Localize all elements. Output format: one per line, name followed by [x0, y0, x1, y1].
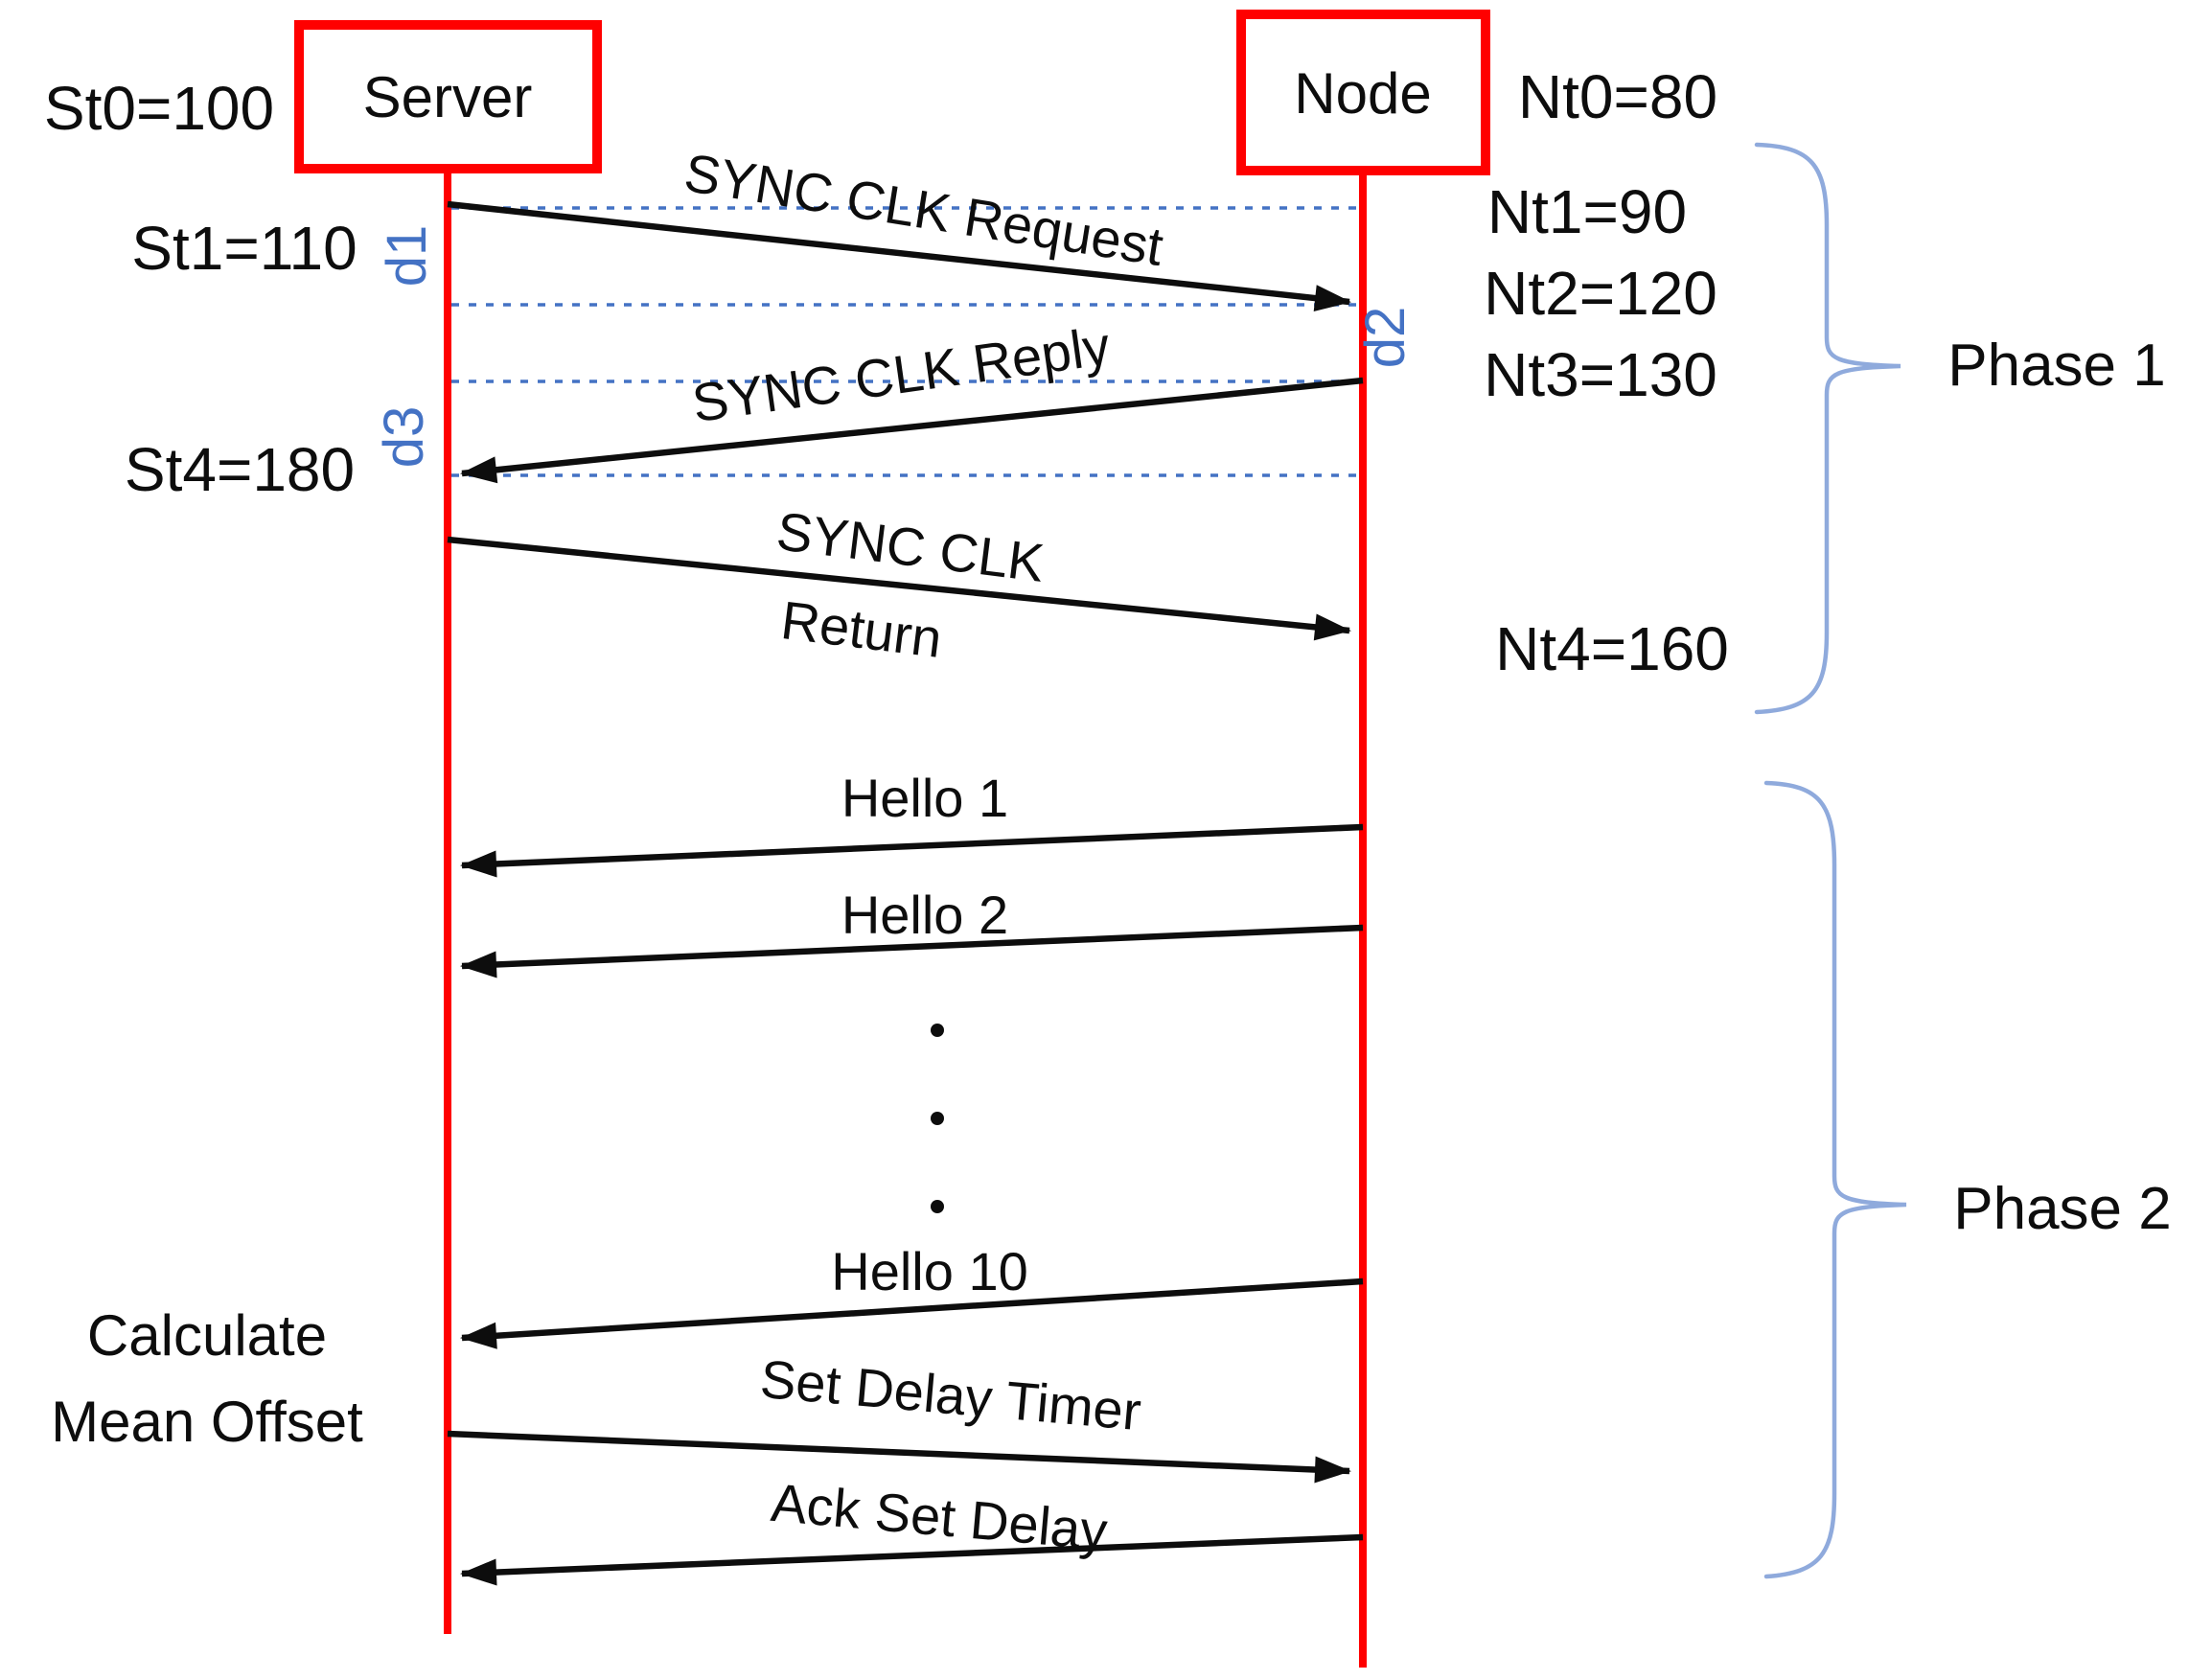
timestamp-nt4: Nt4=160 — [1495, 614, 1729, 683]
sync-clk-return-label-line2: Return — [778, 589, 946, 669]
hello1-label: Hello 1 — [841, 768, 1008, 828]
phase2-brace — [1763, 780, 1907, 1579]
ellipsis-dot — [931, 1112, 944, 1125]
ack-set-delay-arrow — [460, 1533, 1364, 1586]
timestamp-st1: St1=110 — [131, 214, 357, 283]
timestamp-st4: St4=180 — [125, 435, 355, 504]
timestamp-st0: St0=100 — [44, 74, 274, 143]
delay-d3-label: d3 — [373, 406, 435, 469]
ellipsis-dot — [931, 1200, 944, 1213]
timestamp-nt0: Nt0=80 — [1518, 62, 1717, 131]
set-delay-timer-label: Set Delay Timer — [758, 1348, 1143, 1441]
hello10-label: Hello 10 — [831, 1241, 1027, 1301]
timestamp-nt3: Nt3=130 — [1484, 340, 1717, 409]
sync-clk-request-arrow — [447, 200, 1351, 312]
note-calculate-line1: Calculate — [87, 1303, 327, 1368]
node-label: Node — [1294, 61, 1431, 126]
set-delay-timer-arrow — [447, 1430, 1351, 1484]
server-label: Server — [363, 65, 533, 129]
delay-d2-label: d2 — [1354, 307, 1417, 369]
hello2-arrow — [460, 924, 1364, 978]
delay-d1-label: d1 — [376, 225, 438, 288]
hello2-label: Hello 2 — [841, 885, 1008, 945]
note-calculate-line2: Mean Offset — [51, 1390, 363, 1454]
ack-set-delay-label: Ack Set Delay — [769, 1472, 1110, 1561]
sync-clk-return-arrow — [447, 536, 1351, 641]
ellipsis-dot — [931, 1024, 944, 1037]
phase1-brace — [1754, 142, 1901, 715]
timestamp-nt1: Nt1=90 — [1487, 177, 1687, 246]
timestamp-nt2: Nt2=120 — [1484, 259, 1717, 328]
node-box — [1236, 10, 1490, 175]
hello1-arrow — [460, 823, 1364, 878]
phase1-label: Phase 1 — [1947, 333, 2166, 399]
sync-clk-reply-arrow — [460, 377, 1364, 484]
hello10-arrow — [460, 1277, 1364, 1349]
phase2-label: Phase 2 — [1953, 1176, 2172, 1242]
server-box — [294, 20, 602, 173]
